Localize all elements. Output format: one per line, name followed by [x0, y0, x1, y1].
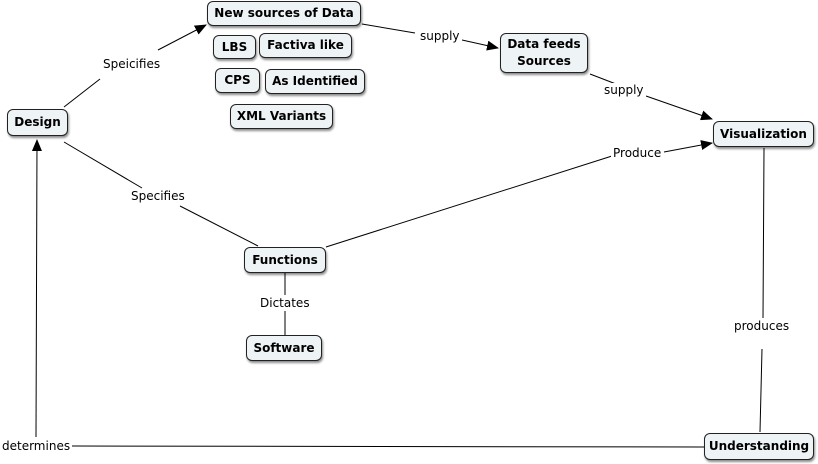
connector-specifies-functions [179, 205, 259, 247]
node-as-identified[interactable]: As Identified [265, 69, 365, 94]
node-visualization[interactable]: Visualization [713, 121, 814, 147]
link-label-speicifies: Speicifies [101, 57, 163, 72]
link-label-dictates: Dictates [258, 296, 312, 311]
node-factiva-like[interactable]: Factiva like [259, 33, 352, 58]
connector-functions-produce [325, 155, 613, 248]
connector-new-sources-supply [361, 23, 416, 34]
connector-produce-visualization [663, 140, 713, 153]
node-cps[interactable]: CPS [215, 68, 260, 93]
connector-visualization-produces [762, 147, 765, 319]
link-label-produces: produces [732, 319, 792, 334]
link-label-produce: Produce [611, 146, 664, 161]
connector-understanding-determines [71, 445, 705, 448]
node-lbs[interactable]: LBS [213, 35, 256, 59]
connector-supply-visualization [645, 95, 713, 121]
node-new-sources-of-data[interactable]: New sources of Data [207, 1, 361, 26]
connector-data-feeds-supply [589, 73, 617, 85]
node-functions[interactable]: Functions [244, 247, 326, 273]
link-label-specifies: Specifies [129, 189, 187, 204]
connector-determines-design [31, 139, 42, 438]
connector-supply-data-feeds [461, 39, 499, 51]
connector-design-speicifies [63, 78, 101, 108]
connector-speicifies-new-sources [157, 24, 207, 51]
link-label-supply-1: supply [418, 29, 462, 44]
node-understanding[interactable]: Understanding [704, 433, 814, 460]
node-xml-variants[interactable]: XML Variants [230, 104, 333, 129]
node-software[interactable]: Software [246, 335, 322, 361]
link-label-supply-2: supply [602, 83, 646, 98]
node-data-feeds-sources[interactable]: Data feeds Sources [500, 33, 588, 73]
connector-produces-understanding [759, 348, 763, 433]
node-design[interactable]: Design [7, 109, 68, 136]
link-label-determines: determines [0, 439, 73, 454]
connector-design-specifies [63, 141, 143, 189]
